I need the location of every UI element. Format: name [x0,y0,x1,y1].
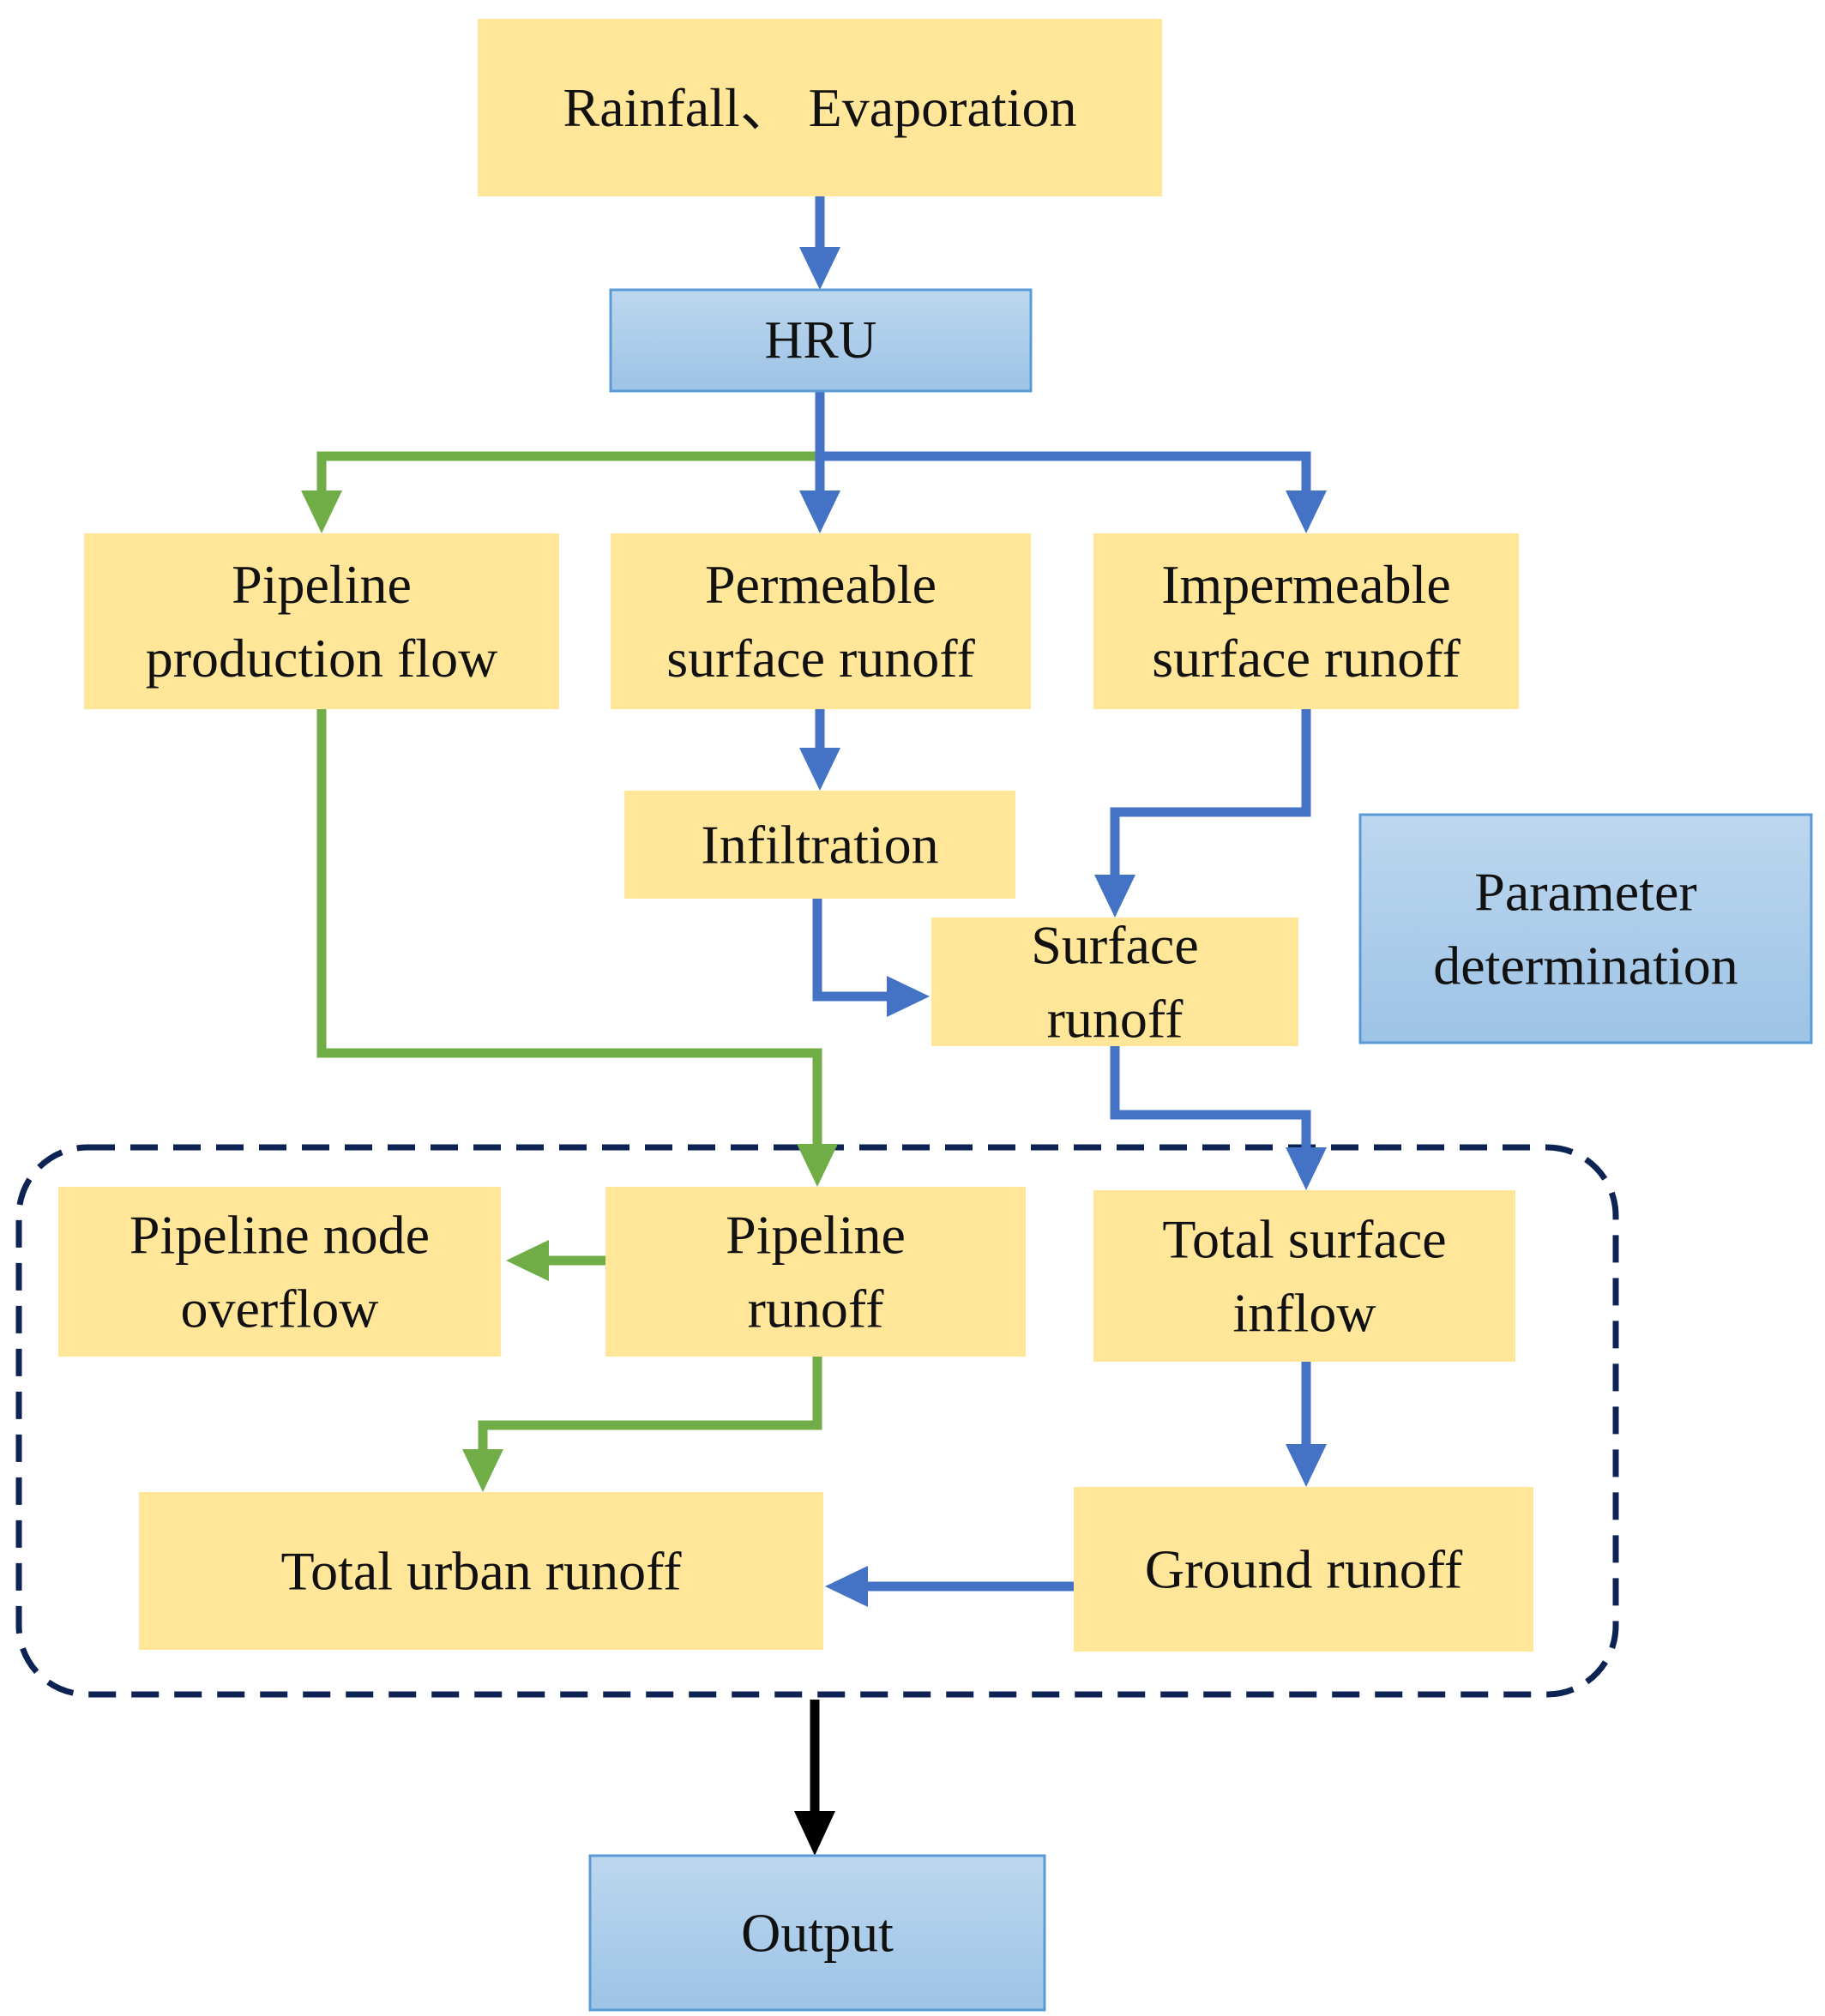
ground-runoff-label-line-1: Ground runoff [1145,1539,1463,1600]
ground-runoff-box [1074,1487,1533,1652]
arrowhead-surface-runoff-left [887,976,930,1017]
arrow-hru-to-impermeable [820,451,1311,490]
arrowhead-total-urban-right [825,1566,868,1607]
arrowhead-impermeable [1286,490,1327,533]
arrowhead-layer [301,247,1327,1856]
node-surface-runoff: Surface runoff [931,915,1298,1049]
permeable-label-line-1: Permeable [705,554,937,615]
impermeable-label-line-1: Impermeable [1161,554,1451,615]
parameter-label-line-2: determination [1433,935,1738,996]
surface-runoff-label-line-2: runoff [1047,988,1184,1049]
arrowhead-ground [1286,1444,1327,1487]
impermeable-label-line-2: surface runoff [1152,628,1461,689]
arrow-pipeline-runoff-to-total-urban [478,1357,822,1456]
node-pipeline-production-flow: Pipeline production flow [84,533,559,709]
parameter-label-line-1: Parameter [1474,862,1696,923]
arrowhead-infiltration [799,748,840,791]
hru-box [609,288,1033,393]
total-urban-runoff-label-line-1: Total urban runoff [280,1541,682,1602]
node-ground-runoff: Ground runoff [1074,1487,1533,1652]
arrowhead-pipeline-production [301,490,342,533]
pipeline-production-box [84,533,559,709]
arrowhead-pipeline-runoff [797,1144,838,1187]
pipeline-node-overflow-label-line-1: Pipeline node [129,1205,430,1266]
node-layer: Rainfall、 Evaporation HRU Pipeline produc… [58,19,1813,2012]
node-parameter-determination: Parameter determination [1358,813,1813,1044]
pipeline-runoff-box [605,1187,1026,1357]
surface-runoff-label-line-1: Surface [1031,915,1198,976]
pipeline-production-label-line-2: production flow [146,628,498,689]
arrow-hru-to-pipeline-production [316,451,820,490]
permeable-box [611,533,1031,709]
node-rainfall-evaporation: Rainfall、 Evaporation [478,19,1162,196]
total-urban-runoff-box [139,1492,823,1650]
pipeline-node-overflow-box [58,1187,501,1357]
pipeline-production-label-line-1: Pipeline [232,554,412,615]
arrow-infiltration-to-surface-runoff [812,899,892,1002]
arrowhead-hru [799,247,840,290]
total-surface-inflow-label-line-1: Total surface [1162,1209,1446,1270]
total-surface-inflow-label-line-2: inflow [1232,1282,1376,1343]
arrowhead-surface-runoff-top [1094,875,1135,918]
arrow-pipeline-production-to-pipeline-runoff [316,709,822,1149]
connector-layer [316,196,1311,1816]
hru-label-line-1: HRU [765,311,877,370]
pipeline-runoff-label-line-1: Pipeline [726,1205,906,1266]
infiltration-label-line-1: Infiltration [701,815,938,876]
pipeline-node-overflow-label-line-2: overflow [180,1278,378,1339]
total-surface-inflow-box [1093,1190,1515,1362]
arrowhead-total-surface-inflow [1286,1147,1327,1190]
node-impermeable-surface-runoff: Impermeable surface runoff [1093,533,1519,709]
surface-runoff-box [931,918,1298,1046]
arrow-surface-runoff-to-total-surface-inflow [1110,1046,1311,1149]
arrowhead-total-urban-top [462,1449,503,1492]
output-box [588,1854,1046,2012]
infiltration-box [624,791,1015,899]
node-hru: HRU [609,288,1033,393]
parameter-box [1358,813,1813,1044]
node-permeable-surface-runoff: Permeable surface runoff [611,533,1031,709]
node-total-urban-runoff: Total urban runoff [139,1492,823,1650]
arrowhead-output [794,1811,835,1856]
node-pipeline-runoff: Pipeline runoff [605,1187,1026,1357]
arrowhead-overflow [506,1240,549,1281]
rainfall-box [478,19,1162,196]
output-label-line-1: Output [741,1903,894,1964]
node-pipeline-node-overflow: Pipeline node overflow [58,1187,501,1357]
pipeline-runoff-label-line-2: runoff [748,1278,884,1339]
permeable-label-line-2: surface runoff [666,628,975,689]
rainfall-label-line-1: Rainfall、 Evaporation [563,77,1077,138]
impermeable-box [1093,533,1519,709]
node-infiltration: Infiltration [624,791,1015,899]
node-total-surface-inflow: Total surface inflow [1093,1190,1515,1362]
node-output: Output [588,1854,1046,2012]
arrowhead-permeable [799,490,840,533]
arrow-impermeable-to-surface-runoff [1110,709,1311,875]
